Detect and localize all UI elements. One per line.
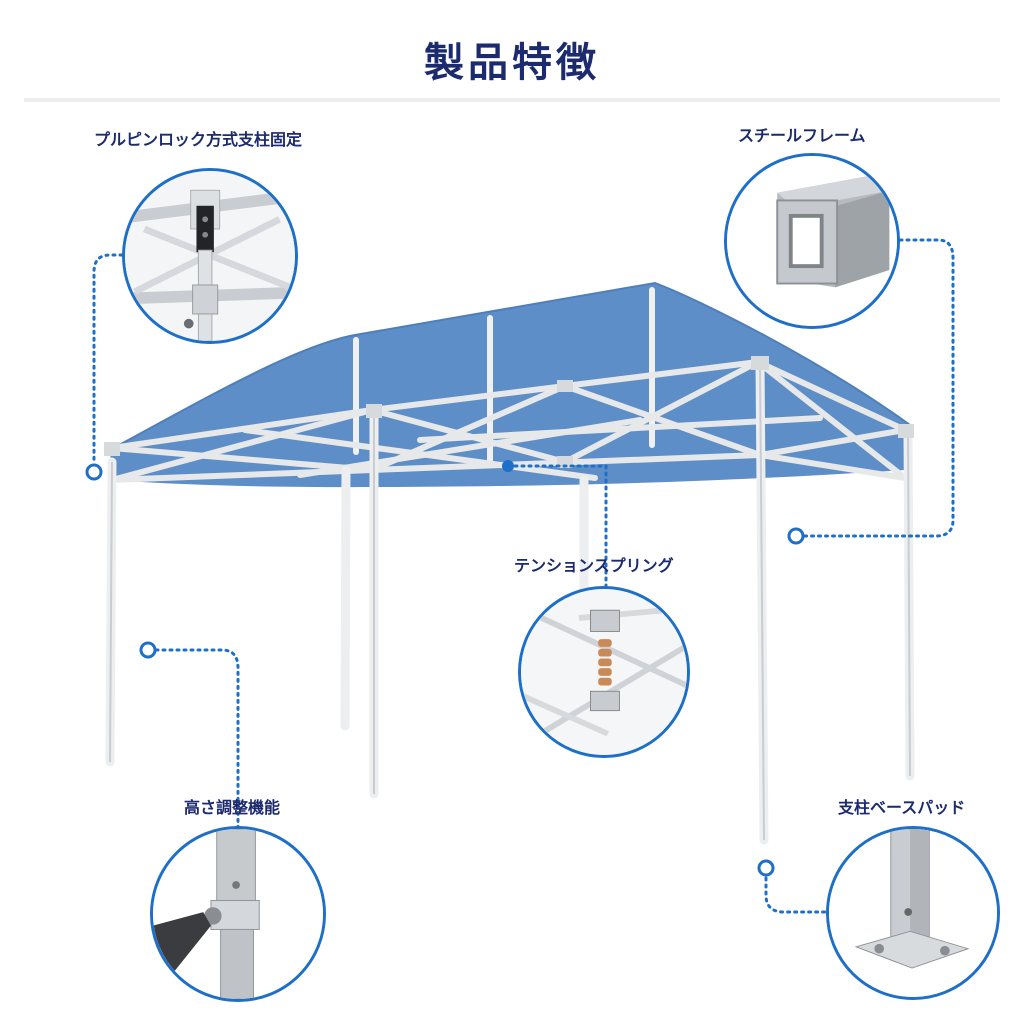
connector-dot	[757, 859, 775, 877]
connector-dot	[787, 527, 805, 545]
feature-image-height-adjust	[150, 826, 326, 1002]
feature-image-tension-spring	[518, 586, 690, 758]
feature-label-base-pad: 支柱ベースパッド	[838, 798, 966, 817]
title-divider	[24, 98, 1000, 102]
feature-label-steel-frame: スチールフレーム	[738, 126, 866, 145]
feature-label-pin-lock: プルピンロック方式支柱固定	[94, 130, 303, 149]
feature-image-pin-lock	[122, 168, 298, 344]
feature-label-height-adjust: 高さ調整機能	[184, 798, 281, 817]
connector-dot	[139, 641, 157, 659]
feature-label-tension-spring: テンションスプリング	[514, 556, 674, 575]
feature-image-base-pad	[826, 826, 1000, 1000]
feature-image-steel-frame	[724, 153, 900, 329]
connector-dot	[502, 460, 514, 472]
connector-dot	[85, 463, 103, 481]
page-title: 製品特徴	[424, 40, 600, 86]
